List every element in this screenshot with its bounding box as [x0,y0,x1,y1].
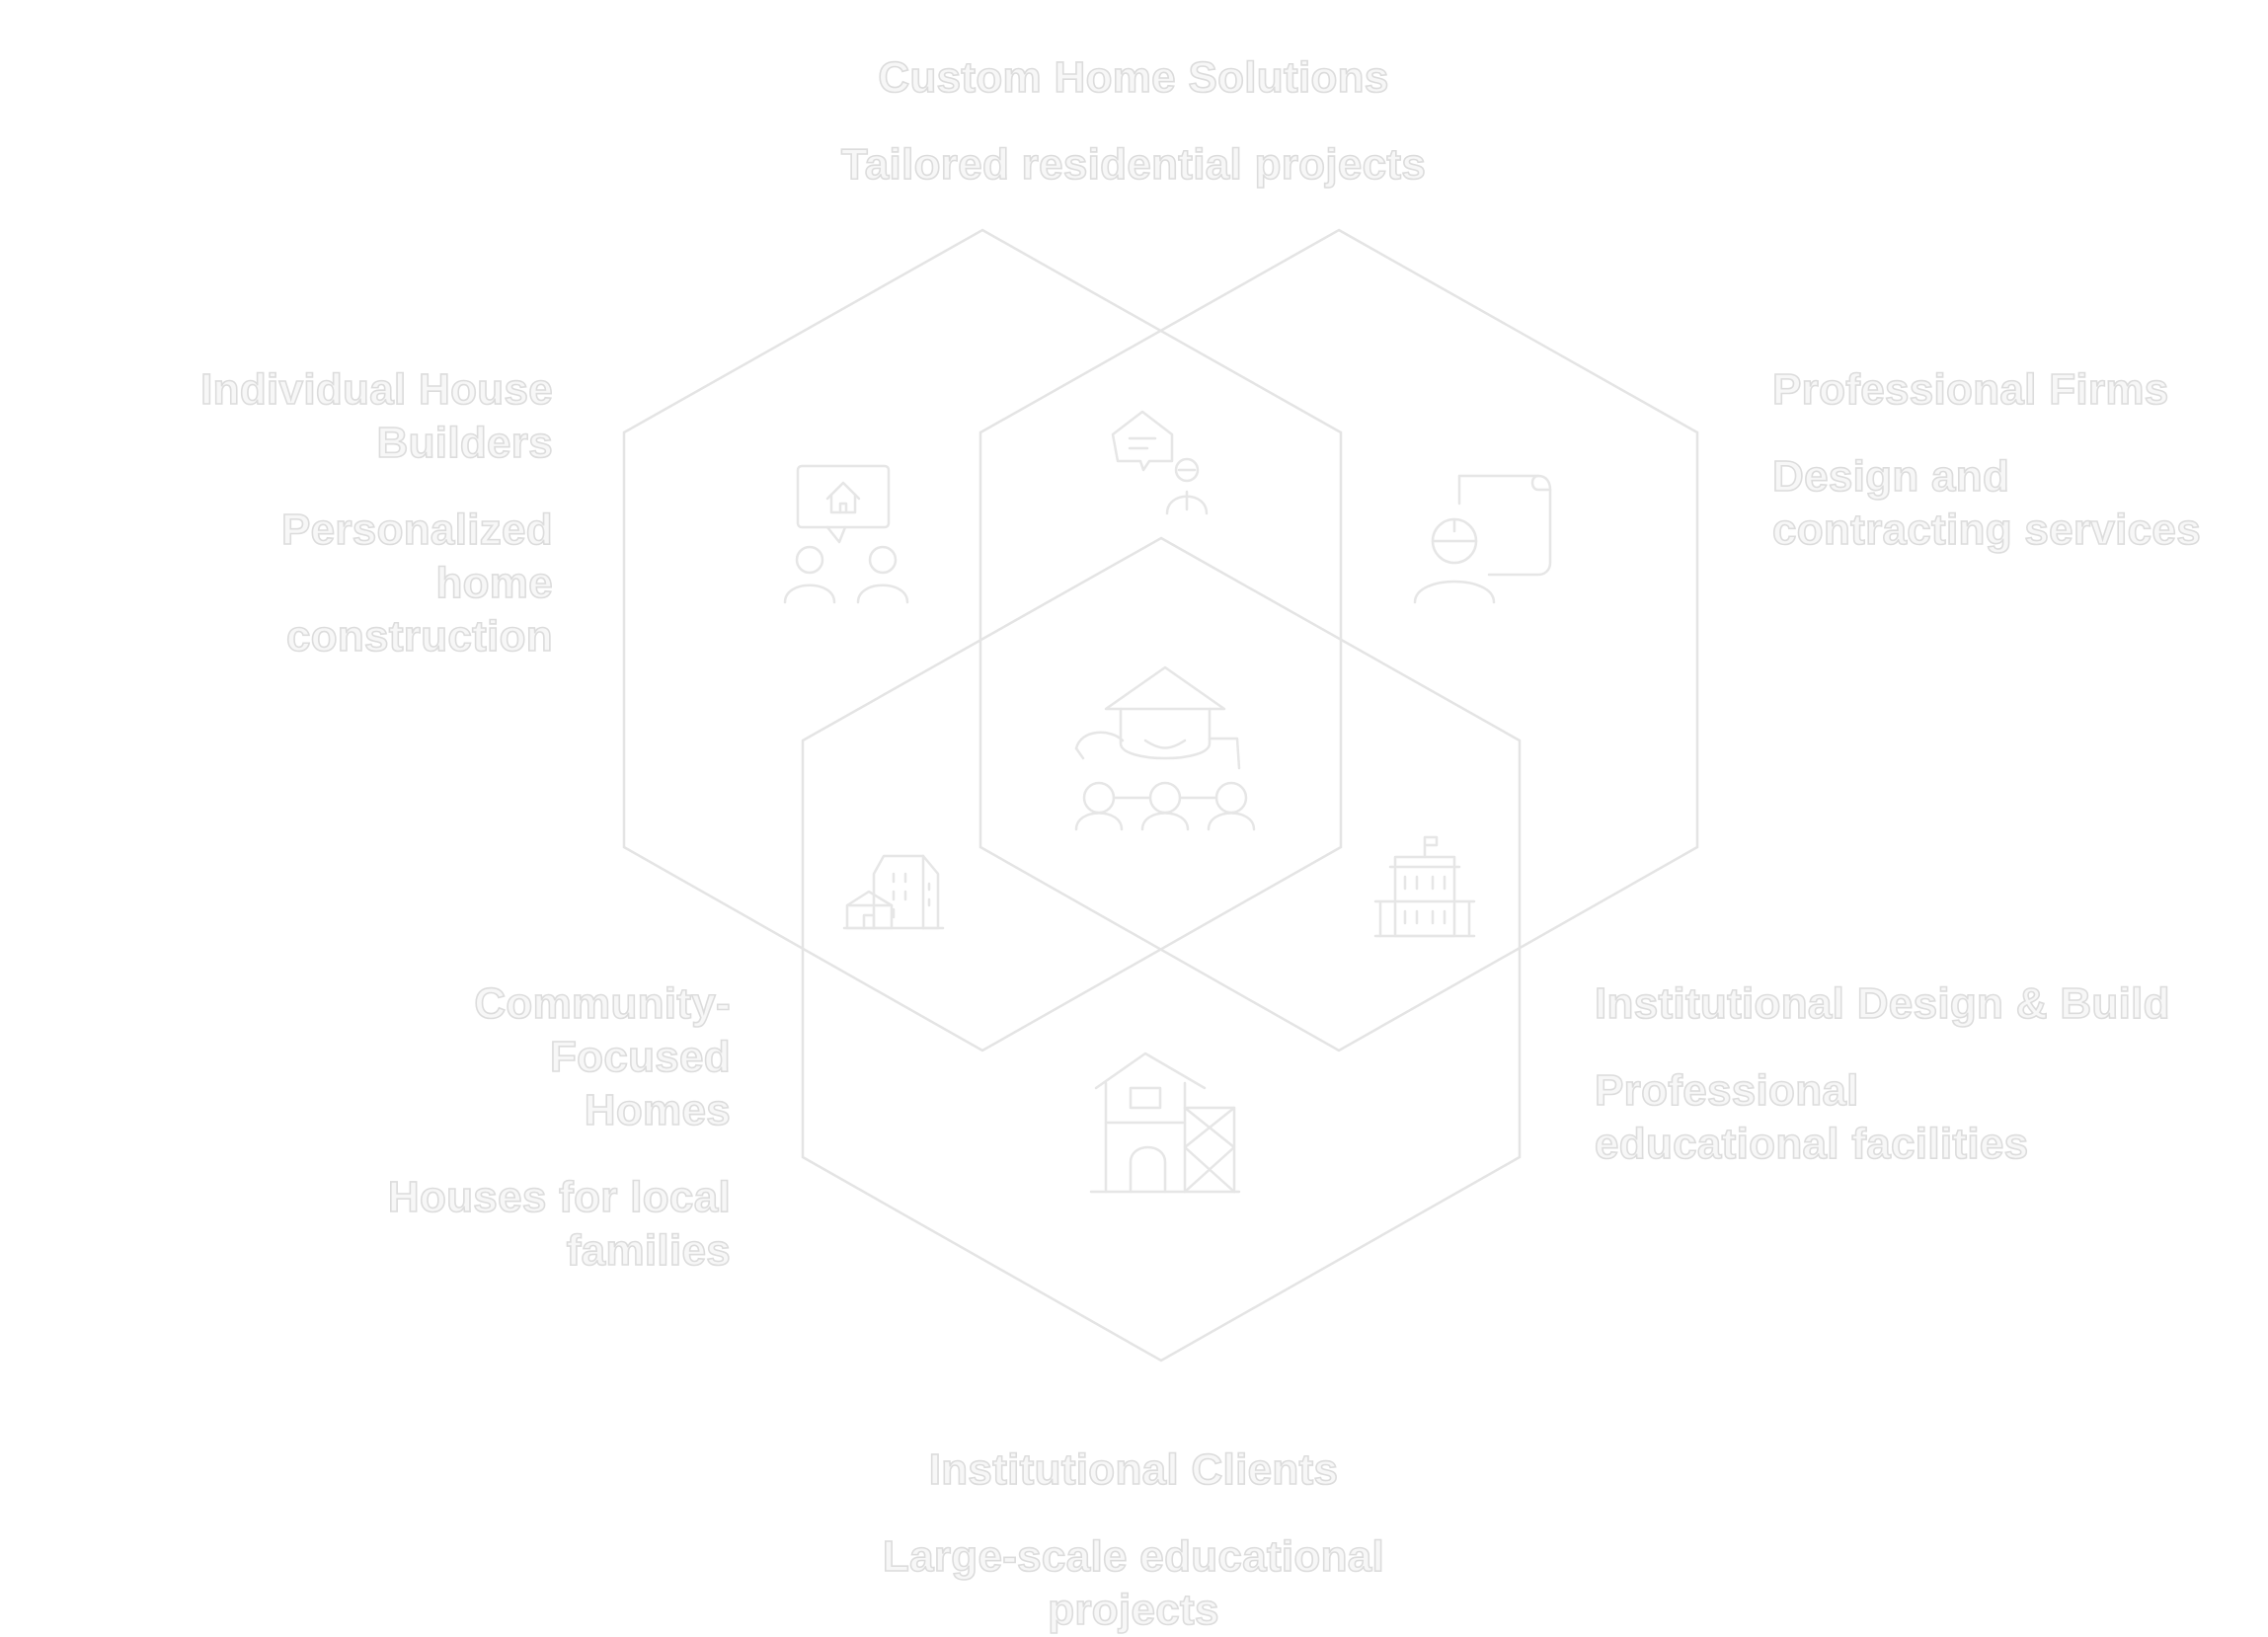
label-top: Custom Home Solutions Tailored residenti… [837,51,1430,192]
label-bottom-subtitle: Large-scale educational projects [882,1531,1385,1635]
label-upper-right: Professional Firms Design and contractin… [1771,363,2236,557]
label-upper-right-subtitle: Design and contracting services [1771,451,2201,555]
label-upper-right-title: Professional Firms [1771,364,2169,415]
label-lower-left-subtitle: Houses for local families [387,1172,731,1276]
hexagon-institutional-clients [801,536,1522,1363]
hexagon-professional-firms [978,228,1699,1052]
label-bottom-title: Institutional Clients [928,1444,1339,1495]
collaborative-team-icon [1074,665,1256,831]
architect-blueprint-icon [1413,474,1552,604]
venn-hexagon-diagram [622,228,1699,1363]
label-lower-right-title: Institutional Design & Build [1594,978,2170,1029]
label-lower-right: Institutional Design & Build Professiona… [1594,977,2187,1171]
hexagon-individual-builders [622,228,1343,1052]
construction-scaffold-icon [1089,1052,1241,1194]
label-upper-left-subtitle: Personalized home construction [280,505,553,662]
label-top-subtitle: Tailored residential projects [840,139,1427,190]
community-buildings-icon [842,854,945,930]
label-lower-right-subtitle: Professional educational facilities [1594,1065,2029,1169]
label-lower-left-title: Community-Focused Homes [474,978,732,1135]
label-upper-left-title: Individual House Builders [199,364,553,468]
home-advisor-icon [1111,410,1209,515]
label-upper-left: Individual House Builders Personalized h… [30,363,553,663]
label-top-title: Custom Home Solutions [878,52,1390,103]
house-consultation-icon [783,464,909,604]
label-bottom: Institutional Clients Large-scale educat… [798,1443,1469,1637]
label-lower-left: Community-Focused Homes Houses for local… [217,977,731,1278]
school-building-icon [1373,835,1476,938]
